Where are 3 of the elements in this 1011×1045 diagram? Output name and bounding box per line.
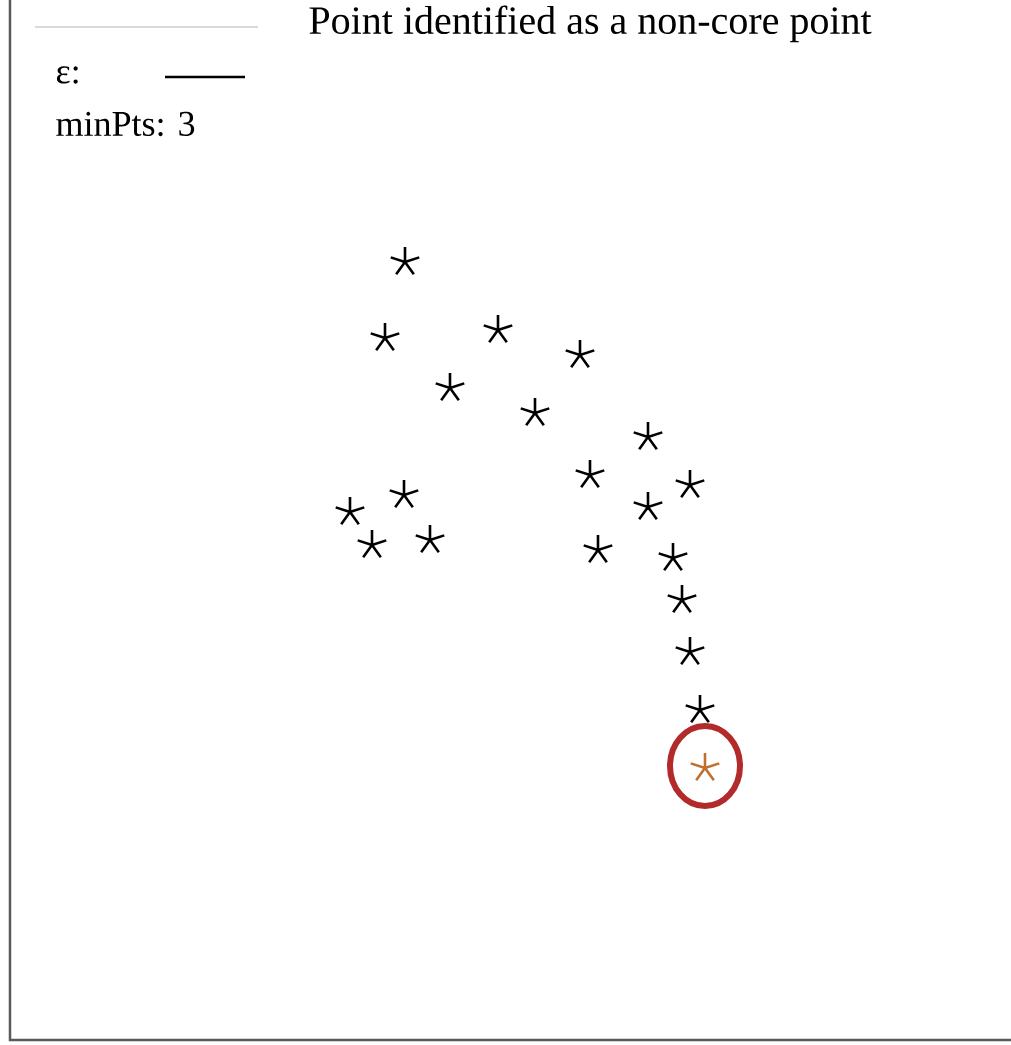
epsilon-label: ε: bbox=[56, 66, 78, 84]
title: Point identified as a non-core point bbox=[309, 5, 872, 43]
min-points-label: minPts: 3 bbox=[56, 111, 195, 137]
